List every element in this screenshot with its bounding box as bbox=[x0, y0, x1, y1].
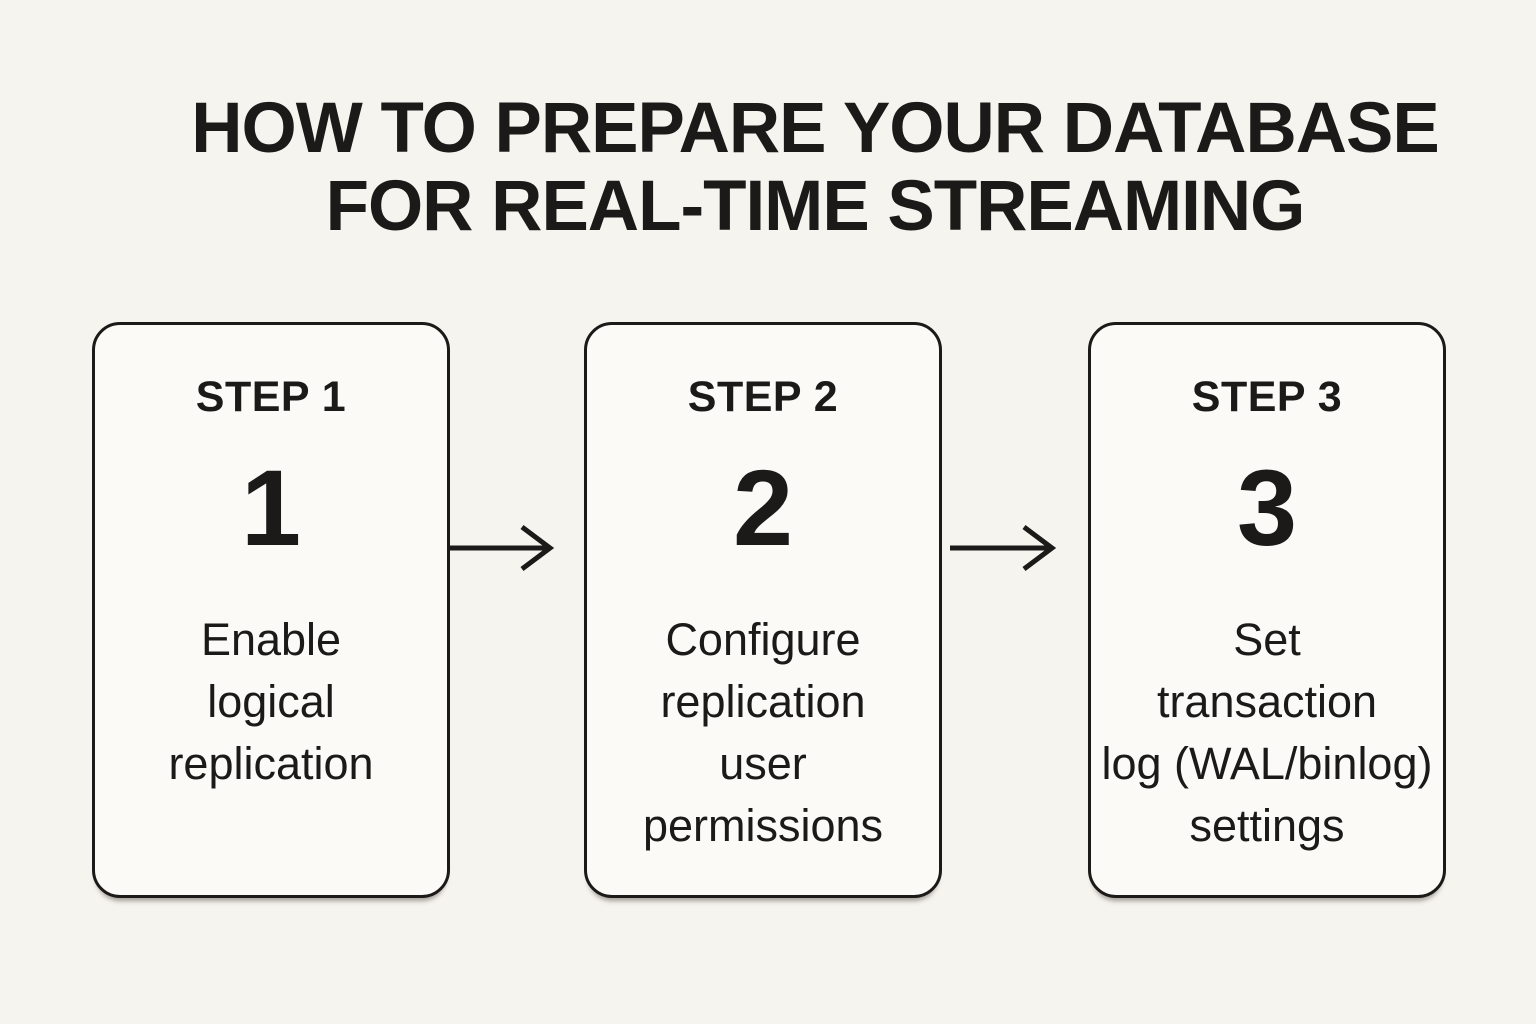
step-card-1: STEP 1 1 Enable logical replication bbox=[92, 322, 450, 898]
step-2-label: STEP 2 bbox=[687, 373, 839, 421]
step-3-number: 3 bbox=[1236, 447, 1298, 568]
step-card-3: STEP 3 3 Set transaction log (WAL/binlog… bbox=[1088, 322, 1446, 898]
step-3-label: STEP 3 bbox=[1191, 373, 1343, 421]
page-title: HOW TO PREPARE YOUR DATABASE FOR REAL-TI… bbox=[191, 89, 1439, 246]
arrow-right-icon bbox=[448, 525, 555, 571]
step-1-label: STEP 1 bbox=[195, 373, 347, 421]
step-2-description: Configure replication user permissions bbox=[642, 614, 884, 851]
step-1-number: 1 bbox=[240, 447, 302, 568]
step-card-2: STEP 2 2 Configure replication user perm… bbox=[584, 322, 942, 898]
arrow-right-icon bbox=[950, 525, 1057, 571]
step-2-number: 2 bbox=[732, 447, 794, 568]
step-3-description: Set transaction log (WAL/binlog) setting… bbox=[1101, 614, 1433, 851]
step-1-description: Enable logical replication bbox=[168, 614, 374, 789]
